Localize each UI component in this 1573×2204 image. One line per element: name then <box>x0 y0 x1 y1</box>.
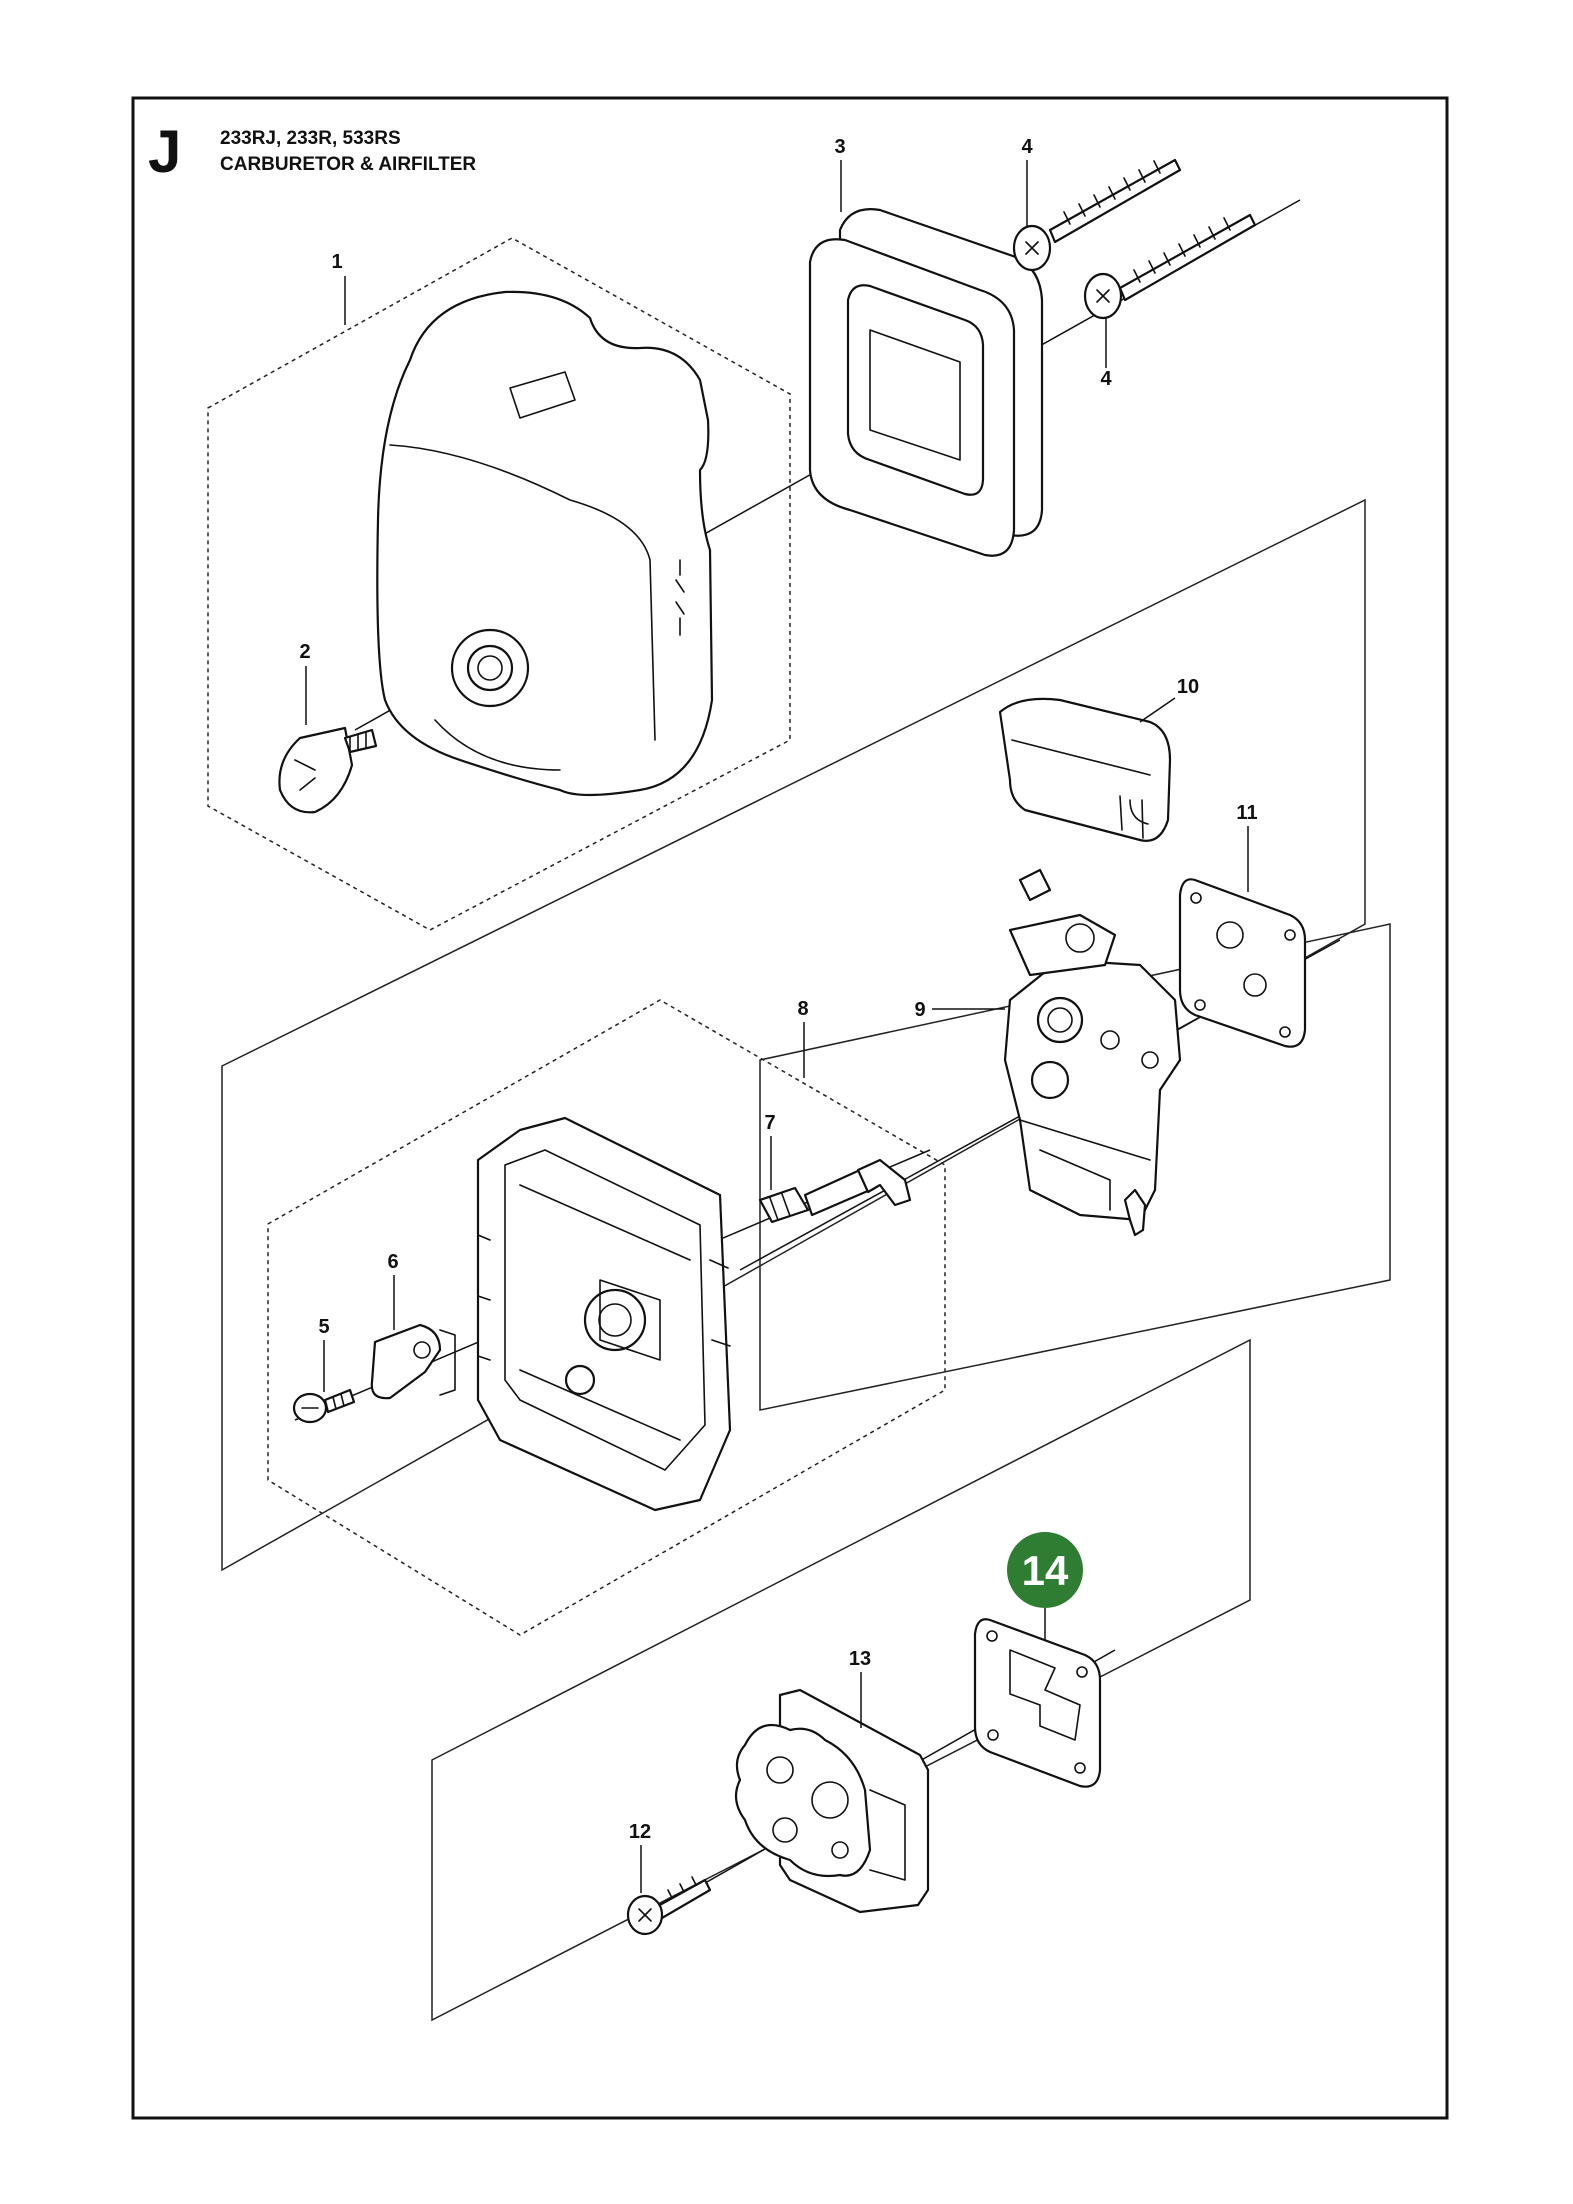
callout-number-12: 12 <box>629 1821 651 1843</box>
section-letter: J <box>148 118 181 185</box>
callout-6: 6 <box>387 1251 399 1330</box>
header-models: 233RJ, 233R, 533RS <box>220 128 401 149</box>
callout-2: 2 <box>299 641 311 725</box>
callout-4b: 4 <box>1100 318 1112 390</box>
air-filter-holder-drawing <box>476 1116 732 1512</box>
gasket-11-drawing <box>1178 878 1307 1048</box>
page-frame <box>131 96 1449 2120</box>
header-title: CARBURETOR & AIRFILTER <box>220 154 476 175</box>
callout-7: 7 <box>764 1112 776 1190</box>
screw-4a-drawing <box>1012 158 1182 272</box>
dashed-group-holder <box>267 999 946 1636</box>
callout-5: 5 <box>318 1316 330 1392</box>
callout-11: 11 <box>1236 802 1258 892</box>
air-filter-cover-drawing <box>376 290 714 797</box>
callout-number-3: 3 <box>834 136 845 158</box>
callout-number-2: 2 <box>299 641 310 663</box>
callout-8: 8 <box>797 998 809 1078</box>
callout-number-1: 1 <box>331 251 342 273</box>
carburetor-drawing <box>1003 868 1182 1237</box>
callout-number-4b: 4 <box>1100 368 1112 390</box>
air-filter-drawing <box>808 208 1044 557</box>
gasket-14-drawing <box>973 1618 1102 1788</box>
callout-number-5: 5 <box>318 1316 329 1338</box>
screw-12-drawing <box>626 1876 712 1936</box>
callout-number-10: 10 <box>1177 676 1199 698</box>
carburetor-cover-drawing <box>998 697 1172 842</box>
screw-4b-drawing <box>1083 213 1257 320</box>
callout-9: 9 <box>914 999 1005 1021</box>
callout-10: 10 <box>1139 676 1199 723</box>
callout-1: 1 <box>331 251 346 325</box>
group-frame-lower <box>431 1338 1251 2022</box>
choke-lever-drawing <box>758 1158 912 1224</box>
callout-12: 12 <box>629 1821 651 1893</box>
highlight-badge <box>1007 1532 1083 1608</box>
dashed-group-cover <box>207 237 791 931</box>
callout-number-11: 11 <box>1236 802 1257 824</box>
callout-13: 13 <box>849 1648 871 1728</box>
callout-4a: 4 <box>1021 136 1033 226</box>
cover-knob-drawing <box>278 726 378 814</box>
callout-number-7: 7 <box>764 1112 775 1134</box>
choke-plate-drawing <box>370 1323 456 1400</box>
callout-number-13: 13 <box>849 1648 871 1670</box>
callout-number-4a: 4 <box>1021 136 1033 158</box>
callout-3: 3 <box>834 136 846 212</box>
callout-number-14: 14 <box>1022 1547 1069 1594</box>
intake-manifold-drawing <box>734 1688 930 1914</box>
callout-number-8: 8 <box>797 998 808 1020</box>
callout-14: 14 <box>1007 1532 1083 1640</box>
callout-number-9: 9 <box>914 999 925 1021</box>
callout-number-6: 6 <box>387 1251 398 1273</box>
screw-5-drawing <box>292 1388 356 1424</box>
group-frame-upper <box>221 498 1366 1572</box>
